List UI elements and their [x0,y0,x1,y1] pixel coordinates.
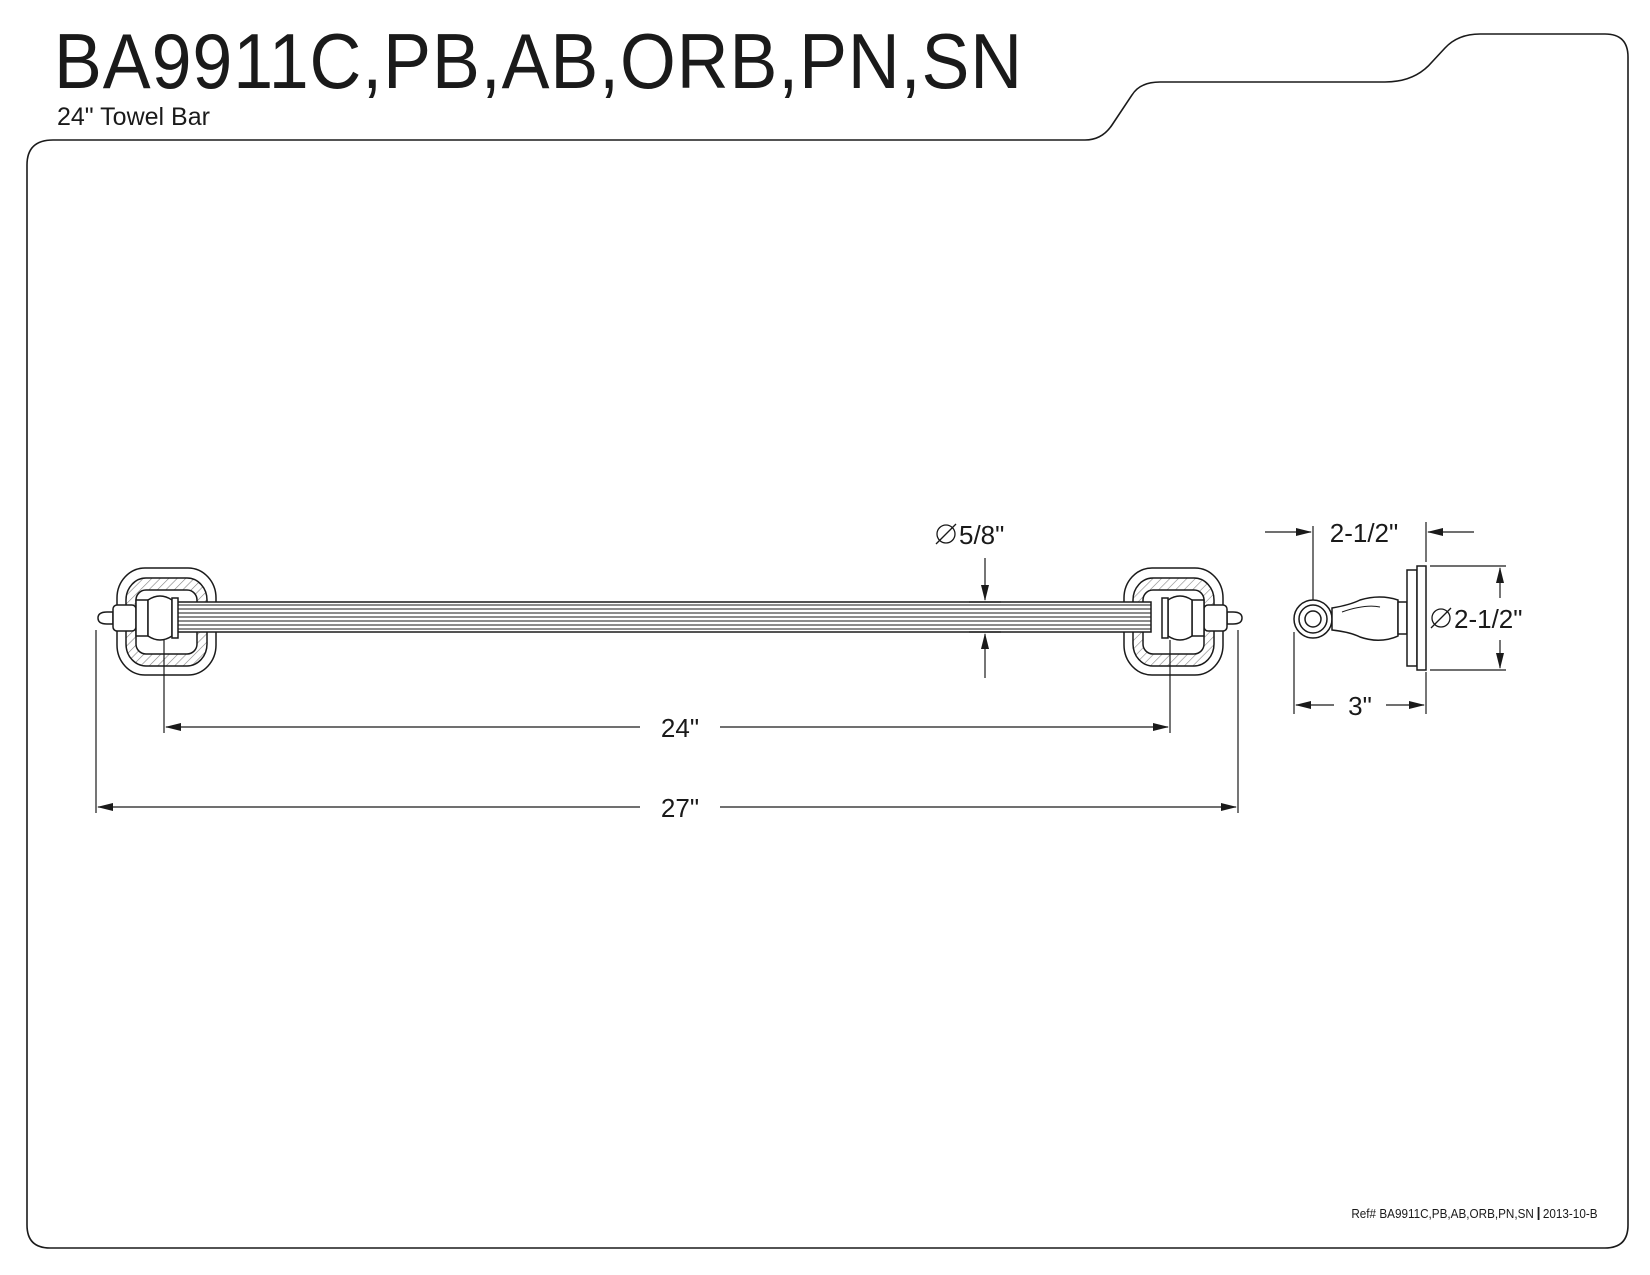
ref-models: BA9911C,PB,AB,ORB,PN,SN [1379,1206,1535,1221]
front-dimensions [95,558,1239,813]
ref-separator [1537,1207,1540,1220]
dim-flange-diameter: 2-1/2" [1454,604,1523,634]
right-post [1161,595,1243,641]
page-title: BA9911C,PB,AB,ORB,PN,SN [54,17,1024,105]
reference-footer: Ref# BA9911C,PB,AB,ORB,PN,SN 2013-10-B [1352,1207,1598,1220]
dim-overall-length: 27" [661,793,699,823]
dim-bar-diameter: 5/8" [959,520,1004,550]
sheet-frame [26,33,1629,1249]
diameter-symbol-icon [1430,607,1452,629]
dim-center-to-center: 24" [661,713,699,743]
ref-revision: 2013-10-B [1543,1206,1598,1221]
towel-bar-rod [175,601,1152,633]
side-dimensions [1265,522,1506,714]
dim-projection-bottom: 3" [1348,691,1372,721]
ref-label: Ref# [1351,1206,1377,1221]
dim-projection-top: 2-1/2" [1330,518,1399,548]
diameter-symbol-icon [935,523,957,545]
front-view [97,567,1243,676]
left-post [97,595,179,641]
side-view [1293,565,1427,671]
page-subtitle: 24" Towel Bar [57,103,210,131]
